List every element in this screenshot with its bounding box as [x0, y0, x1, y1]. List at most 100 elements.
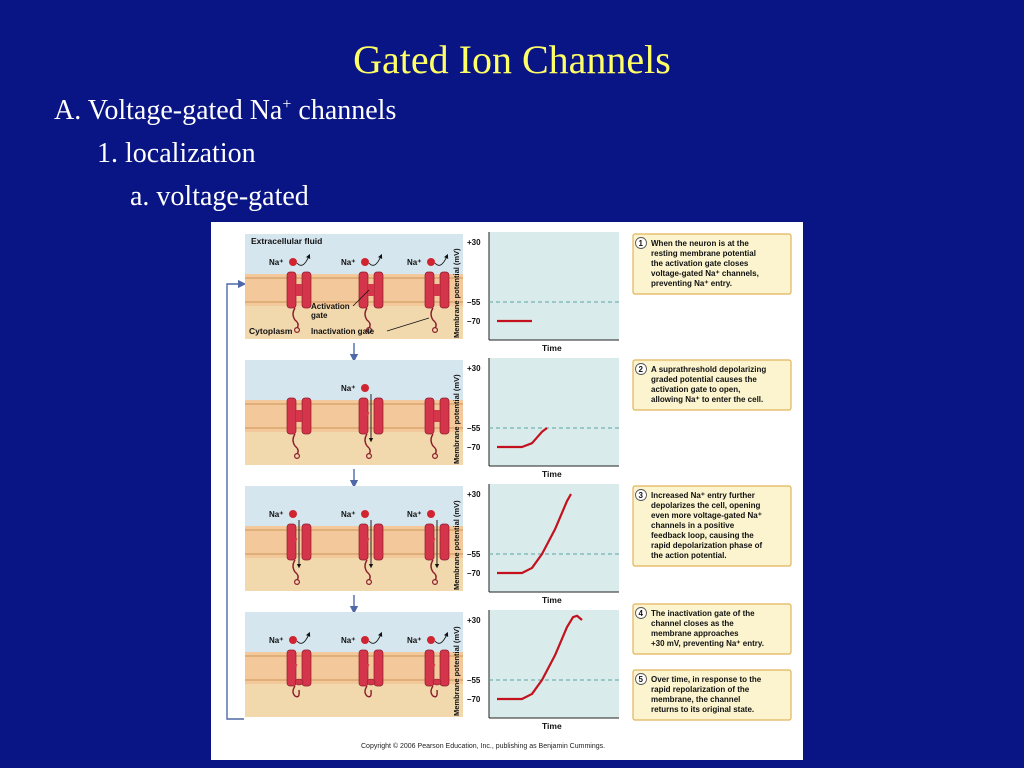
activation-gate-closed: [296, 284, 302, 296]
membrane-potential-trace: [497, 493, 572, 575]
channel-4-3: [424, 649, 450, 698]
step-number-badge: [635, 607, 647, 619]
na-ion-3-3: [427, 510, 435, 518]
channel-left-subunit: [424, 397, 435, 435]
inactivation-gate-tether: [364, 559, 371, 581]
callout-box: [632, 359, 792, 411]
step-number: 1: [639, 239, 644, 248]
callout-line-2: depolarizes the cell, opening: [651, 501, 760, 510]
inactivation-gate-ball: [293, 453, 300, 460]
na-bounce-arrow-1-3: [434, 253, 449, 266]
y-tick-label-1: +30: [467, 364, 481, 373]
channel-3-1: [286, 523, 312, 586]
callout-box: [632, 603, 792, 655]
na-ion-4-3: [427, 636, 435, 644]
callout-line-1: When the neuron is at the: [651, 239, 749, 248]
na-ion-4-1: [289, 636, 297, 644]
graph-plot-area: [489, 232, 619, 340]
callout-line-2: rapid repolarization of the: [651, 685, 750, 694]
step-number: 5: [639, 675, 644, 684]
channel-right-subunit: [373, 523, 384, 561]
channel-right-subunit: [373, 649, 384, 687]
activation-gate-open: [362, 411, 370, 423]
callout-line-3: membrane approaches: [651, 629, 739, 638]
inactivation-gate-ball: [432, 579, 439, 586]
callout-line-1: A suprathreshold depolarizing: [651, 365, 766, 374]
y-axis-label: Membrane potential (mV): [452, 374, 461, 464]
callout-line-7: the action potential.: [651, 551, 727, 560]
channel-4-1: [286, 649, 312, 698]
channel-3-3: [424, 523, 450, 586]
y-tick-label-1: +30: [467, 238, 481, 247]
na-label-1-3: Na⁺: [407, 258, 421, 267]
y-tick-label-2: –55: [467, 424, 481, 433]
inactivation-gate-tether: [292, 685, 300, 698]
callout-line-5: feedback loop, causing the: [651, 531, 754, 540]
membrane-potential-trace: [497, 614, 583, 701]
callout-line-4: allowing Na⁺ to enter the cell.: [651, 395, 763, 404]
na-ion-2-2: [361, 384, 369, 392]
y-tick-label-2: –55: [467, 550, 481, 559]
inactivation-gate-ball: [432, 453, 439, 460]
channel-right-subunit: [439, 397, 450, 435]
callout-box: [632, 669, 792, 721]
callout-box: [632, 233, 792, 295]
channel-right-subunit: [301, 649, 312, 687]
extracellular-fluid-label: Extracellular fluid: [251, 236, 322, 246]
step-number: 2: [639, 365, 644, 374]
cytoplasm-label: Cytoplasm: [249, 326, 293, 336]
inactivation-gate-tether: [292, 307, 299, 329]
activation-gate-closed: [368, 284, 374, 296]
inactivation-gate-tether: [292, 433, 299, 455]
channel-left-subunit: [358, 271, 369, 309]
cytoplasm-region: [245, 432, 463, 465]
inactivation-gate-tether: [364, 685, 372, 698]
na-ion-1-3: [427, 258, 435, 266]
inactivation-gate-label: Inactivation gate: [311, 327, 375, 336]
cytoplasm-region: [245, 684, 463, 717]
na-label-4-1: Na⁺: [269, 636, 283, 645]
na-label-3-3: Na⁺: [407, 510, 421, 519]
activation-gate-open: [428, 537, 436, 549]
callout-line-3: membrane, the channel: [651, 695, 740, 704]
activation-gate-label-line2: gate: [311, 311, 328, 320]
inactivation-gate-plug: [432, 678, 442, 686]
callout-line-6: rapid depolarization phase of: [651, 541, 762, 550]
callout-line-4: +30 mV, preventing Na⁺ entry.: [651, 639, 764, 648]
callout-line-3: activation gate to open,: [651, 385, 740, 394]
inactivation-gate-ball: [293, 326, 300, 333]
channel-right-subunit: [373, 271, 384, 309]
x-axis-label: Time: [542, 343, 562, 353]
y-tick-label-2: –55: [467, 298, 481, 307]
outline-level-a-sup: +: [282, 96, 292, 113]
step-number-badge: [635, 363, 647, 375]
activation-gate-label-line1: Activation: [311, 302, 350, 311]
inactivation-gate-tether: [364, 433, 371, 455]
channel-left-subunit: [286, 271, 297, 309]
y-axis-label: Membrane potential (mV): [452, 626, 461, 716]
na-label-1-2: Na⁺: [341, 258, 355, 267]
inactivation-gate-tether: [364, 307, 371, 329]
na-ion-1-1: [289, 258, 297, 266]
callout-line-2: channel closes as the: [651, 619, 734, 628]
inactivation-gate-tether: [430, 307, 437, 329]
activation-gate-closed: [296, 410, 302, 422]
x-axis-label: Time: [542, 721, 562, 731]
y-tick-label-3: –70: [467, 695, 481, 704]
activation-gate-open: [362, 537, 370, 549]
na-ion-1-2: [361, 258, 369, 266]
y-tick-label-3: –70: [467, 317, 481, 326]
na-bounce-arrow-4-2: [368, 631, 383, 644]
feedback-loop-arrow: [226, 279, 247, 720]
step-number-badge: [635, 673, 647, 685]
y-axis-label: Membrane potential (mV): [452, 500, 461, 590]
channel-1-3: [424, 271, 450, 333]
channel-right-subunit: [373, 397, 384, 435]
